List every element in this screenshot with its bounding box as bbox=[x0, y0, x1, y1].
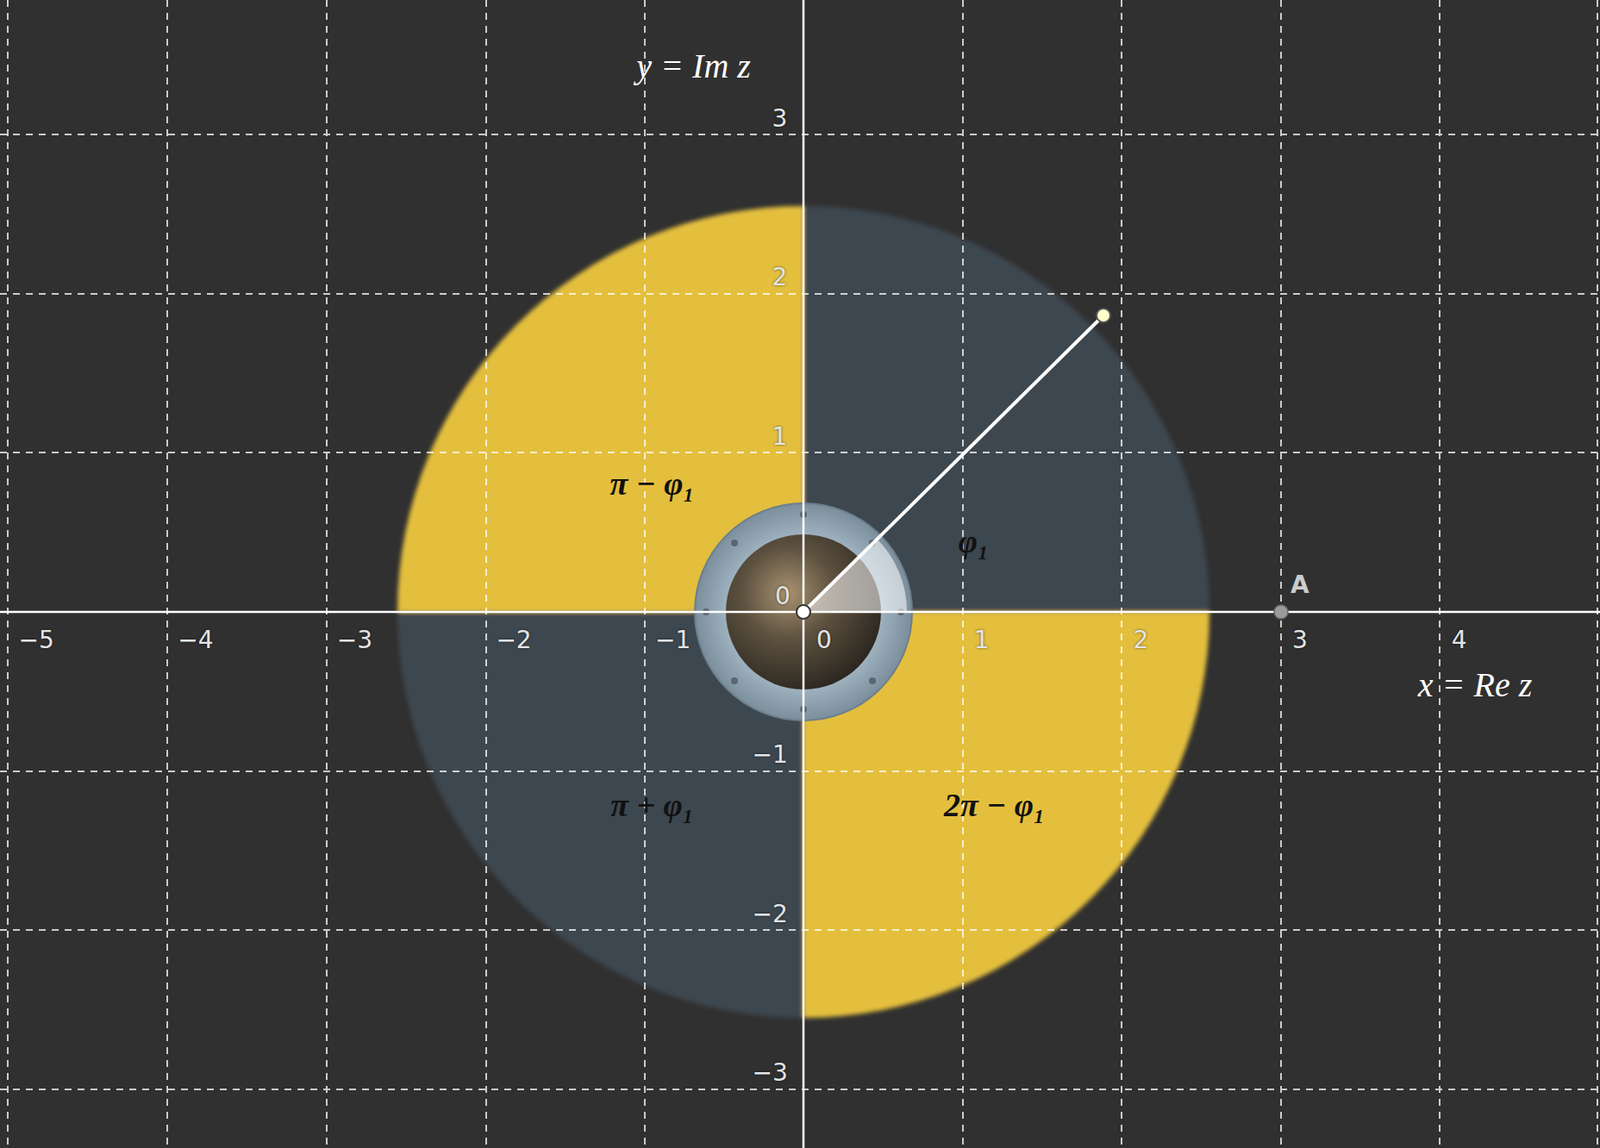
tick-label: 3 bbox=[771, 105, 788, 132]
tick-label: 2 bbox=[1132, 627, 1149, 655]
radius-vector bbox=[803, 315, 1104, 613]
point-label: A bbox=[1290, 571, 1310, 599]
axis-title: y = Im z bbox=[636, 47, 751, 86]
tick-label: −3 bbox=[337, 627, 373, 655]
shield-quadrant bbox=[803, 206, 1210, 613]
tick-label: −1 bbox=[655, 627, 691, 655]
point-a bbox=[1274, 605, 1288, 619]
angle-sector bbox=[803, 538, 907, 613]
angle-label: 2π − φ₁ bbox=[943, 787, 1045, 825]
tick-label: 4 bbox=[1451, 627, 1468, 655]
tick-label: 2 bbox=[771, 264, 788, 292]
tick-label: −1 bbox=[752, 742, 788, 769]
tick-label: −2 bbox=[495, 627, 532, 655]
tick-label: 0 bbox=[816, 627, 832, 655]
tick-label: −4 bbox=[177, 627, 213, 655]
tick-label: −3 bbox=[752, 1060, 788, 1088]
origin-point bbox=[796, 605, 811, 619]
angle-label: π + φ₁ bbox=[610, 787, 694, 825]
angle-label: π − φ₁ bbox=[610, 466, 695, 503]
point-z bbox=[1096, 308, 1111, 323]
tick-label: −5 bbox=[18, 627, 55, 655]
angle-label: φ₁ bbox=[958, 524, 989, 561]
tick-label: 0 bbox=[775, 582, 791, 610]
axis-title: x = Re z bbox=[1418, 666, 1533, 705]
tick-label: 1 bbox=[771, 424, 788, 451]
tick-label: 3 bbox=[1292, 627, 1308, 655]
tick-label: −2 bbox=[752, 900, 788, 928]
tick-label: 1 bbox=[974, 627, 990, 655]
